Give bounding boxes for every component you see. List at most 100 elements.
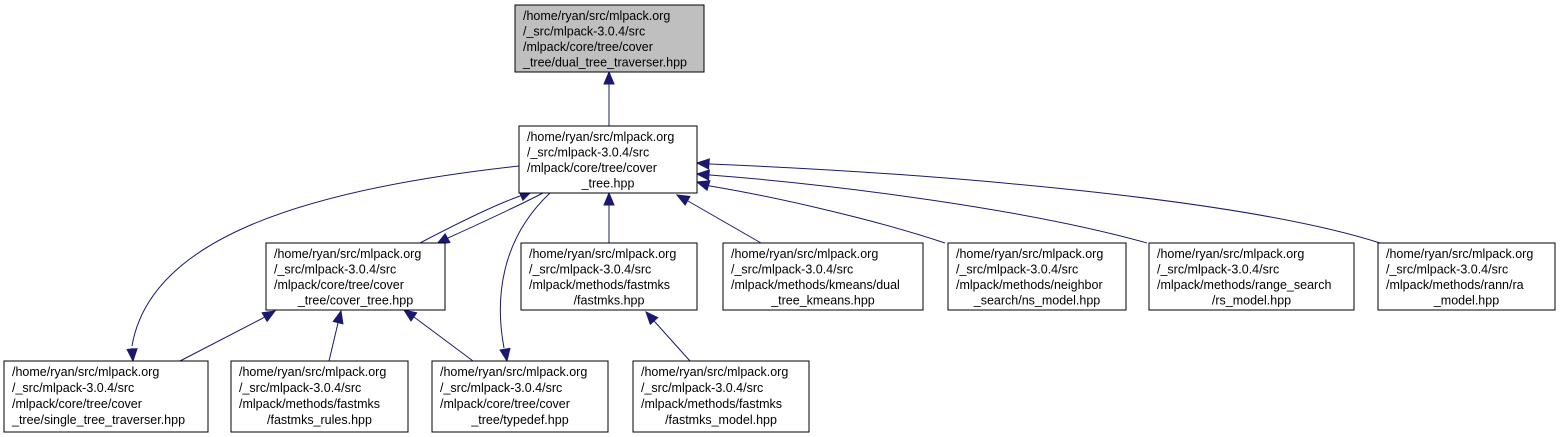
edge-n9-to-n2 (328, 309, 344, 362)
file-node[interactable]: /home/ryan/src/mlpack.org /_src/mlpack-3.… (230, 360, 409, 433)
node-label-line: /_src/mlpack-3.0.4/src (274, 263, 396, 277)
arrowhead-icon (695, 158, 710, 170)
node-label-line: /mlpack/methods/fastmks (529, 278, 670, 292)
edge-line (709, 174, 1148, 244)
edge-line (131, 165, 520, 347)
node-label-line: _tree.hpp (581, 177, 635, 191)
node-box (514, 4, 705, 73)
node-box (632, 360, 810, 433)
node-label-line: _model.hpp (1433, 294, 1499, 308)
node-label-line: /_src/mlpack-3.0.4/src (731, 263, 853, 277)
file-node[interactable]: /home/ryan/src/mlpack.org/_src/mlpack-3.… (1377, 242, 1556, 311)
node-label-line: /_src/mlpack-3.0.4/src (523, 25, 645, 39)
file-node[interactable]: /home/ryan/src/mlpack.org /_src/mlpack-3.… (518, 125, 698, 194)
file-node[interactable]: /home/ryan/src/mlpack.org /_src/mlpack-3.… (632, 360, 810, 433)
node-label-line: /_src/mlpack-3.0.4/src (529, 263, 651, 277)
node-label-line: _tree_kmeans.hpp (770, 294, 875, 308)
edge-line (419, 195, 521, 244)
node-label-line: /mlpack/core/tree/cover (274, 278, 404, 292)
node-box (3, 360, 209, 433)
node-label-line: /home/ryan/src/mlpack.org (523, 9, 670, 23)
node-label-line: /fastmks.hpp (574, 294, 645, 308)
node-label-line: /home/ryan/src/mlpack.org (12, 365, 159, 379)
node-label-line: /mlpack/core/tree/cover (440, 397, 570, 411)
file-node[interactable]: /home/ryan/src/mlpack.org /_src/mlpack-3.… (3, 360, 209, 433)
edge-n2-to-n1 (419, 190, 534, 244)
arrowhead-icon (402, 309, 418, 322)
arrowhead-icon (332, 309, 344, 325)
node-box (1377, 242, 1556, 311)
node-label-line: /home/ryan/src/mlpack.org (527, 130, 674, 144)
node-label-line: /mlpack/core/tree/cover (523, 40, 653, 54)
node-label-line: /mlpack/methods/neighbor (956, 278, 1103, 292)
node-label-line: /_src/mlpack-3.0.4/src (956, 263, 1078, 277)
edge-line-end (262, 316, 265, 319)
node-label-line: _tree/cover_tree.hpp (297, 294, 413, 308)
nodes-layer: /home/ryan/src/mlpack.org /_src/mlpack-3.… (3, 4, 1556, 433)
file-node[interactable]: /home/ryan/src/mlpack.org/_src/mlpack-3.… (431, 360, 609, 433)
node-label-line: /_src/mlpack-3.0.4/src (239, 381, 361, 395)
node-label-line: /home/ryan/src/mlpack.org (440, 365, 587, 379)
file-node[interactable]: /home/ryan/src/mlpack.org /_src/mlpack-3.… (520, 242, 698, 311)
file-node[interactable]: /home/ryan/src/mlpack.org /_src/mlpack-3.… (1148, 242, 1355, 311)
arrowhead-icon (695, 169, 710, 181)
arrowhead-icon (499, 347, 511, 363)
node-label-line: /_src/mlpack-3.0.4/src (12, 381, 134, 395)
node-box (722, 242, 924, 311)
node-label-line: /home/ryan/src/mlpack.org (1157, 247, 1304, 261)
edge-n6-to-n1 (695, 169, 1148, 244)
file-node[interactable]: /home/ryan/src/mlpack.org /_src/mlpack-3.… (265, 242, 446, 311)
edge-n11-to-n3 (645, 311, 691, 362)
node-label-line: /home/ryan/src/mlpack.org (731, 247, 878, 261)
node-box (518, 125, 698, 194)
node-label-line: /home/ryan/src/mlpack.org (274, 247, 421, 261)
arrowhead-icon (126, 348, 138, 363)
node-label-line: /rs_model.hpp (1212, 294, 1291, 308)
node-label-line: /mlpack/methods/fastmks (641, 397, 782, 411)
node-label-line: /_src/mlpack-3.0.4/src (527, 146, 649, 160)
node-label-line: _tree/single_tree_traverser.hpp (11, 413, 185, 427)
edge-n1-to-n0 (603, 70, 615, 126)
edge-line (413, 316, 474, 362)
node-label-line: /fastmks_rules.hpp (267, 413, 372, 427)
edge-n1-to-n2 (435, 192, 544, 245)
node-label-line: /home/ryan/src/mlpack.org (956, 247, 1103, 261)
node-box (230, 360, 409, 433)
edge-line (499, 192, 551, 349)
node-box (1148, 242, 1355, 311)
node-box (947, 242, 1127, 311)
edge-n5-to-n1 (695, 180, 946, 244)
arrowhead-icon (261, 310, 277, 323)
node-label-line: _search/ns_model.hpp (973, 294, 1101, 308)
edge-line (709, 163, 1381, 244)
node-label-line: _tree/typedef.hpp (470, 413, 568, 427)
node-box (520, 242, 698, 311)
arrowhead-icon (675, 194, 691, 207)
edge-n1-to-n10 (499, 192, 551, 363)
node-label-line: /mlpack/core/tree/cover (12, 397, 142, 411)
node-label-line: /home/ryan/src/mlpack.org (1386, 247, 1533, 261)
node-label-line: /mlpack/methods/kmeans/dual (731, 278, 900, 292)
edge-line (654, 321, 691, 362)
edge-line (447, 192, 544, 239)
edge-line (328, 322, 339, 362)
node-box (265, 242, 446, 311)
node-label-line: /home/ryan/src/mlpack.org (529, 247, 676, 261)
arrowhead-icon (695, 180, 711, 192)
node-label-line: /_src/mlpack-3.0.4/src (1157, 263, 1279, 277)
node-label-line: /mlpack/methods/range_search (1157, 278, 1331, 292)
root-file-node: /home/ryan/src/mlpack.org /_src/mlpack-3.… (514, 4, 705, 73)
node-label-line: _tree/dual_tree_traverser.hpp (522, 56, 687, 70)
file-node[interactable]: /home/ryan/src/mlpack.org /_src/mlpack-3.… (722, 242, 924, 311)
node-label-line: /_src/mlpack-3.0.4/src (641, 381, 763, 395)
edge-n8-to-n2 (179, 310, 277, 362)
node-label-line: /home/ryan/src/mlpack.org (641, 365, 788, 379)
edges-layer (126, 70, 1381, 363)
node-label-line: /mlpack/methods/rann/ra (1386, 278, 1524, 292)
edge-n10-to-n2 (402, 309, 474, 362)
node-label-line: /mlpack/core/tree/cover (527, 161, 657, 175)
node-label-line: /home/ryan/src/mlpack.org (239, 365, 386, 379)
edge-line (709, 185, 946, 244)
file-node[interactable]: /home/ryan/src/mlpack.org /_src/mlpack-3.… (947, 242, 1127, 311)
